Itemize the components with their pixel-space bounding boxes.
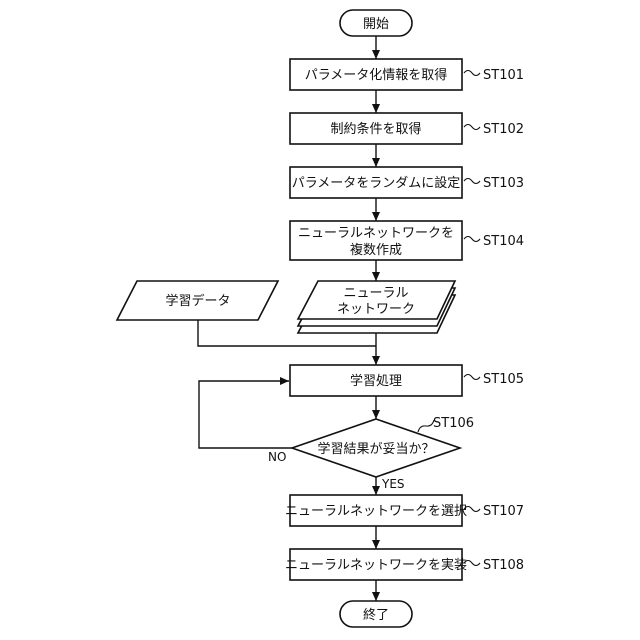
st107-label: ニューラルネットワークを選択 <box>285 504 467 519</box>
start-label: 開始 <box>363 17 389 32</box>
st104-step: ST104 <box>483 234 524 249</box>
st108-node: ニューラルネットワークを実装 ST108 <box>285 549 524 580</box>
st106-step: ST106 <box>433 416 474 431</box>
st107-step: ST107 <box>483 504 524 519</box>
edge-st106-no-loop <box>199 381 292 448</box>
start-node: 開始 <box>340 10 412 36</box>
training-data-label: 学習データ <box>165 293 230 309</box>
st103-step: ST103 <box>483 176 524 191</box>
st108-label: ニューラルネットワークを実装 <box>285 557 467 573</box>
st103-connector <box>464 179 480 184</box>
st106-node: 学習結果が妥当か？ ST106 <box>292 416 474 477</box>
st107-node: ニューラルネットワークを選択 ST107 <box>285 495 524 526</box>
st103-label: パラメータをランダムに設定 <box>292 175 461 191</box>
st101-step: ST101 <box>483 68 524 83</box>
st102-step: ST102 <box>483 122 524 137</box>
nn-stack-label-line2: ネットワーク <box>337 302 415 317</box>
yes-branch-label: YES <box>381 477 405 491</box>
st106-label: 学習結果が妥当か？ <box>317 441 434 457</box>
end-label: 終了 <box>363 607 389 623</box>
st102-node: 制約条件を取得 ST102 <box>290 113 524 144</box>
end-node: 終了 <box>340 601 412 627</box>
st103-node: パラメータをランダムに設定 ST103 <box>290 167 524 198</box>
nn-stack-label-line1: ニューラル <box>343 286 408 301</box>
st102-connector <box>464 125 480 130</box>
st101-connector <box>464 71 480 76</box>
st102-label: 制約条件を取得 <box>330 121 421 137</box>
st108-step: ST108 <box>483 558 524 573</box>
st104-label-line2: 複数作成 <box>350 242 402 258</box>
st104-node: ニューラルネットワークを 複数作成 ST104 <box>290 221 524 260</box>
st105-step: ST105 <box>483 372 524 387</box>
nn-stack-node: ニューラル ネットワーク <box>298 281 455 333</box>
st101-node: パラメータ化情報を取得 ST101 <box>290 59 524 90</box>
st106-connector <box>418 420 434 432</box>
st104-connector <box>464 237 480 242</box>
training-data-node: 学習データ <box>117 281 278 320</box>
st105-label: 学習処理 <box>350 373 402 389</box>
st105-connector <box>464 375 480 380</box>
no-branch-label: NO <box>268 450 286 464</box>
st101-label: パラメータ化情報を取得 <box>305 67 448 83</box>
st104-label-line1: ニューラルネットワークを <box>298 226 454 241</box>
st105-node: 学習処理 ST105 <box>290 365 524 396</box>
